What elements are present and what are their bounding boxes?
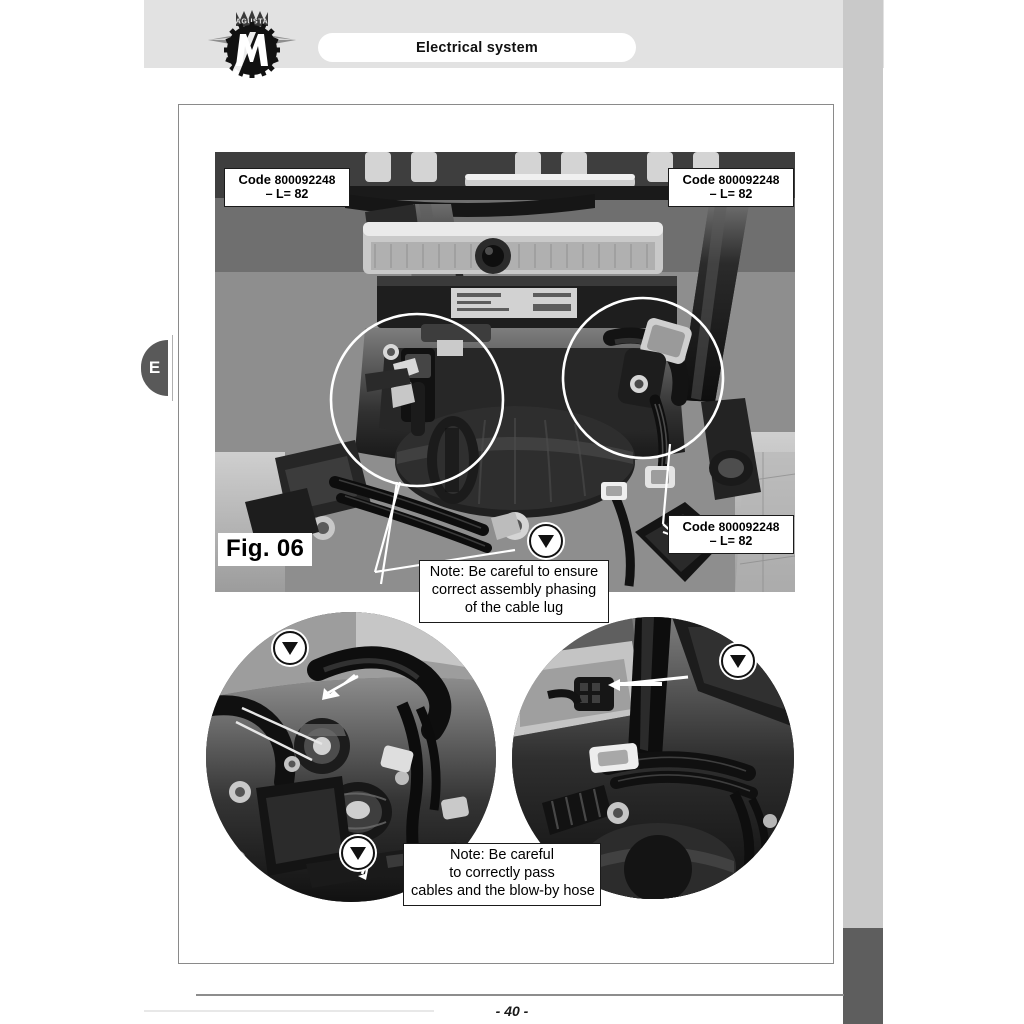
right-edge-bar-light [843, 0, 883, 928]
code-callout-right: Code 800092248 – L= 82 [668, 515, 794, 555]
note-blow-by-hose: Note: Be careful to correctly pass cable… [403, 843, 601, 906]
code-value: 800092248 [718, 173, 780, 187]
footer-divider-secondary [144, 1010, 434, 1012]
note-cable-lug: Note: Be careful to ensure correct assem… [419, 560, 609, 623]
main-figure-photo [215, 152, 795, 592]
warning-triangle-icon [341, 836, 375, 870]
note-line-3: cables and the blow-by hose [411, 882, 595, 899]
code-keyword: Code [682, 519, 715, 534]
right-edge-bar-dark [843, 928, 883, 1024]
warning-triangle-icon [721, 644, 755, 678]
warning-triangle-icon [273, 631, 307, 665]
header-band-spacer [144, 68, 884, 78]
figure-label: Fig. 06 [218, 533, 313, 566]
side-tab-rule [172, 335, 173, 401]
code-callout-top-right: Code 800092248 – L= 82 [668, 168, 794, 208]
mv-agusta-logo-icon: AGUSTA [206, 6, 298, 80]
note-line-1: Note: Be careful [450, 847, 554, 863]
note-line-2: to correctly pass [449, 864, 555, 881]
code-value: 800092248 [274, 173, 336, 187]
page-number: - 40 - [0, 1003, 1024, 1021]
note-line-3: of the cable lug [464, 599, 564, 616]
note-line-1: Note: Be careful to ensure [429, 564, 599, 580]
code-callout-top-left: Code 800092248 – L= 82 [224, 168, 350, 208]
code-keyword: Code [238, 172, 271, 187]
figure-label-text: Fig. 06 [226, 535, 305, 562]
footer-divider [196, 994, 844, 996]
page-title: Electrical system [416, 39, 538, 56]
code-keyword: Code [682, 172, 715, 187]
page-title-pill: Electrical system [318, 33, 636, 62]
code-value: 800092248 [718, 520, 780, 534]
warning-triangle-icon [529, 524, 563, 558]
page-number-text: - 40 - [495, 1003, 529, 1019]
code-length: – L= 82 [265, 187, 309, 202]
section-tab-e: E [141, 340, 168, 396]
note-line-2: correct assembly phasing [431, 581, 597, 598]
section-tab-letter: E [148, 358, 161, 377]
code-length: – L= 82 [709, 187, 753, 202]
code-length: – L= 82 [709, 534, 753, 549]
